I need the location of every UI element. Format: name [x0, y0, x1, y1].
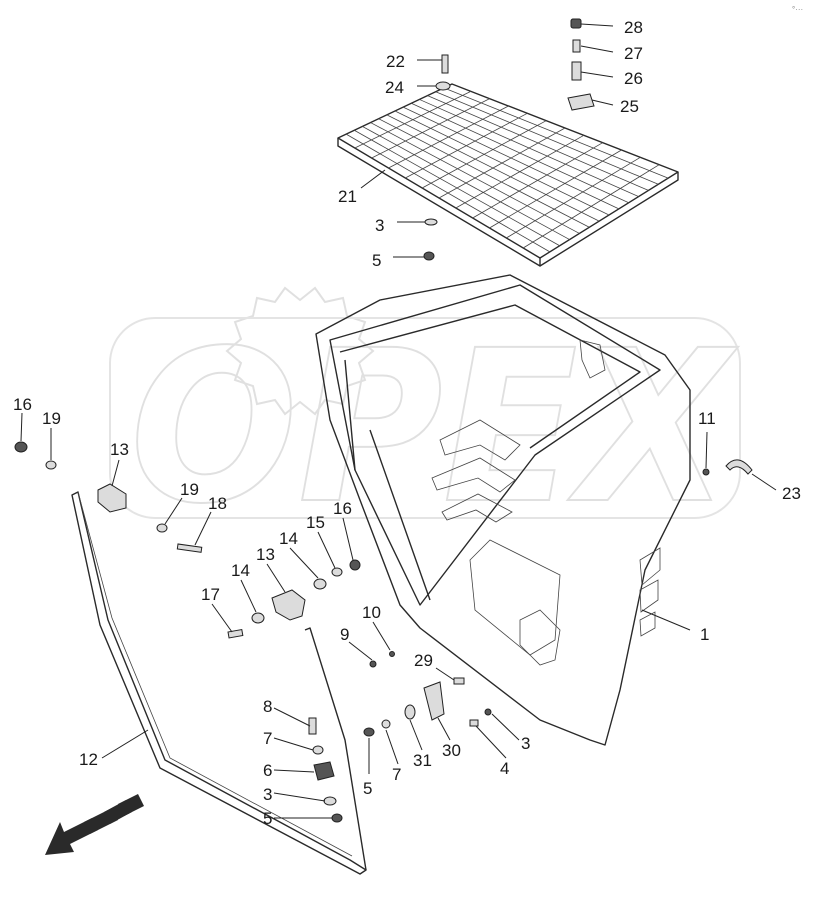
nut-16-left: [14, 441, 28, 453]
callout-15: 15: [306, 513, 325, 532]
callout-21: 21: [338, 187, 357, 206]
washer-19-mid: [156, 523, 168, 533]
washer-3-top: [424, 218, 438, 226]
callout-5-bottom: 5: [263, 809, 272, 828]
grille-bar: [354, 90, 472, 149]
washer-14-mid: [251, 612, 265, 624]
nut-5-top: [423, 251, 435, 261]
callout-16-left: 16: [13, 395, 32, 414]
bolt-29: [453, 677, 465, 685]
callout-5-mid: 5: [363, 779, 372, 798]
watermark-gear-icon: [225, 286, 375, 416]
grille-bar: [472, 142, 603, 219]
grille-bar: [405, 112, 528, 179]
callout-16-mid: 16: [333, 499, 352, 518]
washer-7-left: [312, 745, 324, 755]
screw-11: [702, 468, 710, 476]
callout-31: 31: [413, 751, 432, 770]
handle-23: [725, 459, 753, 475]
leader-lines: [20, 23, 777, 819]
screw-26: [571, 61, 582, 81]
hinge-13-top: [97, 483, 127, 513]
washer-24: [435, 81, 451, 91]
forward-direction-arrow-icon: [45, 794, 144, 855]
callout-7-mid: 7: [392, 765, 401, 784]
nut-9: [369, 660, 377, 668]
callout-3-right: 3: [521, 734, 530, 753]
nut-16-mid: [349, 559, 361, 571]
callout-19-left: 19: [42, 409, 61, 428]
callout-13-mid: 13: [256, 545, 275, 564]
callout-4: 4: [500, 759, 509, 778]
washer-7-mid: [381, 719, 391, 729]
watermark-frame: [109, 317, 741, 519]
stud-27: [572, 39, 581, 53]
nut-5-bottom: [331, 813, 343, 823]
callout-14-top: 14: [279, 529, 298, 548]
grille-bar: [489, 149, 622, 229]
grille-bar: [522, 164, 660, 249]
hinge-13-mid: [271, 589, 306, 621]
bracket-30: [423, 681, 445, 721]
watermark: OPEX: [109, 286, 741, 551]
callout-7-left: 7: [263, 729, 272, 748]
callout-23: 23: [782, 484, 801, 503]
hood-body: [315, 274, 691, 746]
bolt-22: [441, 54, 449, 74]
callout-22: 22: [386, 52, 405, 71]
grille-bar: [371, 98, 490, 159]
washer-3-bottom: [323, 796, 337, 806]
callout-27: 27: [624, 44, 643, 63]
callout-12: 12: [79, 750, 98, 769]
callout-30: 30: [442, 741, 461, 760]
callout-28: 28: [624, 18, 643, 37]
callout-26: 26: [624, 69, 643, 88]
bracket-25: [567, 93, 595, 111]
washer-15: [331, 567, 343, 577]
callout-13-top: 13: [110, 440, 129, 459]
washer-19-left: [45, 460, 57, 470]
grille-bar: [506, 156, 641, 239]
nut-5-mid: [363, 727, 375, 737]
callout-6: 6: [263, 761, 272, 780]
nut-10: [389, 651, 395, 657]
callout-14-mid: 14: [231, 561, 250, 580]
bolt-17: [227, 628, 244, 639]
bolt-8: [308, 717, 317, 735]
callout-10: 10: [362, 603, 381, 622]
grille-bar: [388, 105, 509, 169]
callout-18: 18: [208, 494, 227, 513]
nut-3-right: [484, 708, 492, 716]
corner-mark: °···: [792, 5, 803, 14]
callout-5-top: 5: [372, 251, 381, 270]
callout-19-mid: 19: [180, 480, 199, 499]
clamp-6: [313, 761, 335, 781]
hardware: [14, 18, 753, 823]
callout-25: 25: [620, 97, 639, 116]
watermark-brand: OPEX: [130, 305, 739, 550]
callout-1: 1: [700, 625, 709, 644]
washer-31: [404, 704, 416, 720]
callout-24: 24: [385, 78, 404, 97]
washer-14-top: [313, 578, 327, 590]
grille-bar: [421, 120, 547, 189]
pin-18: [176, 543, 203, 553]
grille-panel: [337, 83, 679, 267]
callout-11: 11: [698, 409, 716, 428]
callout-8: 8: [263, 697, 272, 716]
callout-labels: 28 27 26 25 22 24 21 3 5 1 11 23 16 19 1…: [13, 18, 801, 828]
side-panel: [71, 491, 367, 875]
grille-bar: [438, 127, 566, 199]
callout-29: 29: [414, 651, 433, 670]
nut-28: [570, 18, 582, 29]
callout-9: 9: [340, 625, 349, 644]
callout-3-bottom: 3: [263, 785, 272, 804]
grille-bar: [455, 134, 585, 209]
bolt-4: [469, 719, 479, 727]
callout-3-top: 3: [375, 216, 384, 235]
callout-17: 17: [201, 585, 220, 604]
